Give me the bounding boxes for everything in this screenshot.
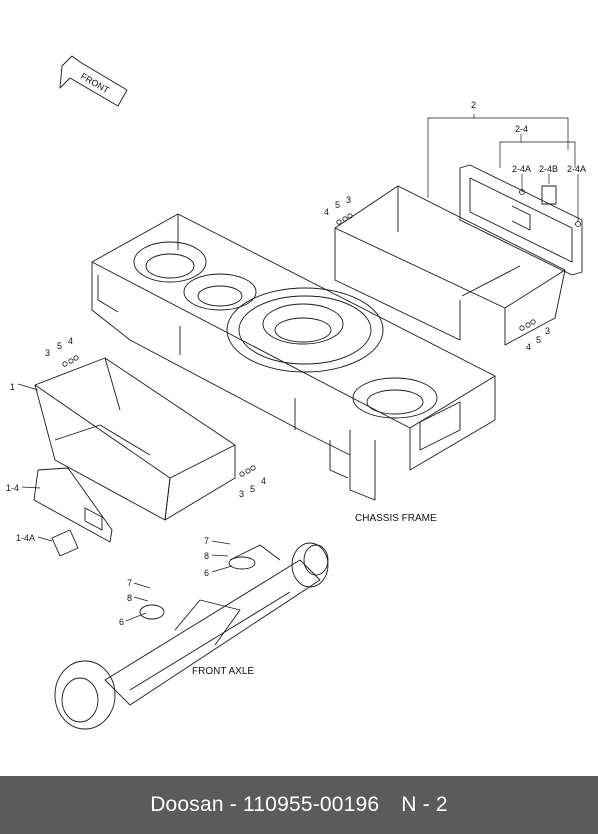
callout-7-bottom: 7 bbox=[127, 578, 132, 588]
callout-6-top: 6 bbox=[204, 568, 209, 578]
callout-3-left-bottom: 3 bbox=[239, 489, 244, 499]
callout-5-right-bottom: 5 bbox=[536, 335, 541, 345]
callout-5-left-top: 5 bbox=[57, 341, 62, 351]
callout-2-4a-right: 2-4A bbox=[567, 164, 586, 174]
callout-2: 2 bbox=[471, 100, 476, 110]
callout-1: 1 bbox=[10, 382, 15, 392]
chassis-frame-drawing bbox=[91, 213, 496, 501]
callout-5-right-top: 5 bbox=[335, 200, 340, 210]
callout-8-bottom: 8 bbox=[127, 593, 132, 603]
left-side-box-drawing bbox=[34, 357, 236, 521]
callout-2-4b: 2-4B bbox=[539, 164, 558, 174]
front-axle-drawing bbox=[54, 542, 329, 730]
callout-2-4a-left: 2-4A bbox=[512, 164, 531, 174]
bracket-1-4a-drawing bbox=[51, 529, 79, 557]
callout-5-left-bottom: 5 bbox=[250, 484, 255, 494]
callout-3-right-top: 3 bbox=[346, 195, 351, 205]
callout-7-top: 7 bbox=[204, 536, 209, 546]
footer-brand: Doosan bbox=[150, 793, 224, 816]
leader-lines bbox=[17, 114, 579, 622]
parts-diagram: FRONT 2 2-4 2-4A 2-4B 2-4A 4 5 3 3 5 4 3… bbox=[6, 55, 586, 730]
footer-page-number: N - 2 bbox=[401, 793, 448, 816]
callout-3-left-top: 3 bbox=[45, 348, 50, 358]
footer-bar: Doosan - 110955-00196 N - 2 bbox=[0, 776, 598, 834]
callout-6-bottom: 6 bbox=[119, 617, 124, 627]
diagram-labels: FRONT 2 2-4 2-4A 2-4B 2-4A 4 5 3 3 5 4 3… bbox=[6, 71, 586, 677]
callout-4-right-top: 4 bbox=[324, 207, 329, 217]
fastener-symbols bbox=[62, 189, 581, 477]
callout-8-top: 8 bbox=[204, 551, 209, 561]
callout-4-left-bottom: 4 bbox=[261, 476, 266, 486]
front-direction-arrow bbox=[59, 55, 128, 107]
callout-4-left-top: 4 bbox=[68, 336, 73, 346]
callout-1-4: 1-4 bbox=[6, 483, 19, 493]
right-panel-drawing bbox=[459, 164, 583, 276]
footer-part-number: 110955-00196 bbox=[242, 793, 380, 816]
right-side-box-drawing bbox=[334, 185, 566, 346]
footer-dash: - bbox=[229, 793, 237, 816]
front-axle-caption: FRONT AXLE bbox=[192, 666, 254, 677]
front-arrow-label: FRONT bbox=[79, 71, 111, 95]
callout-3-right-bottom: 3 bbox=[545, 326, 550, 336]
callout-4-right-bottom: 4 bbox=[526, 342, 531, 352]
callout-1-4a: 1-4A bbox=[16, 533, 35, 543]
exploded-view-drawing: FRONT 2 2-4 2-4A 2-4B 2-4A 4 5 3 3 5 4 3… bbox=[6, 55, 586, 730]
callout-2-4: 2-4 bbox=[515, 124, 528, 134]
chassis-frame-caption: CHASSIS FRAME bbox=[355, 513, 437, 524]
left-cover-plate-drawing bbox=[33, 467, 113, 543]
